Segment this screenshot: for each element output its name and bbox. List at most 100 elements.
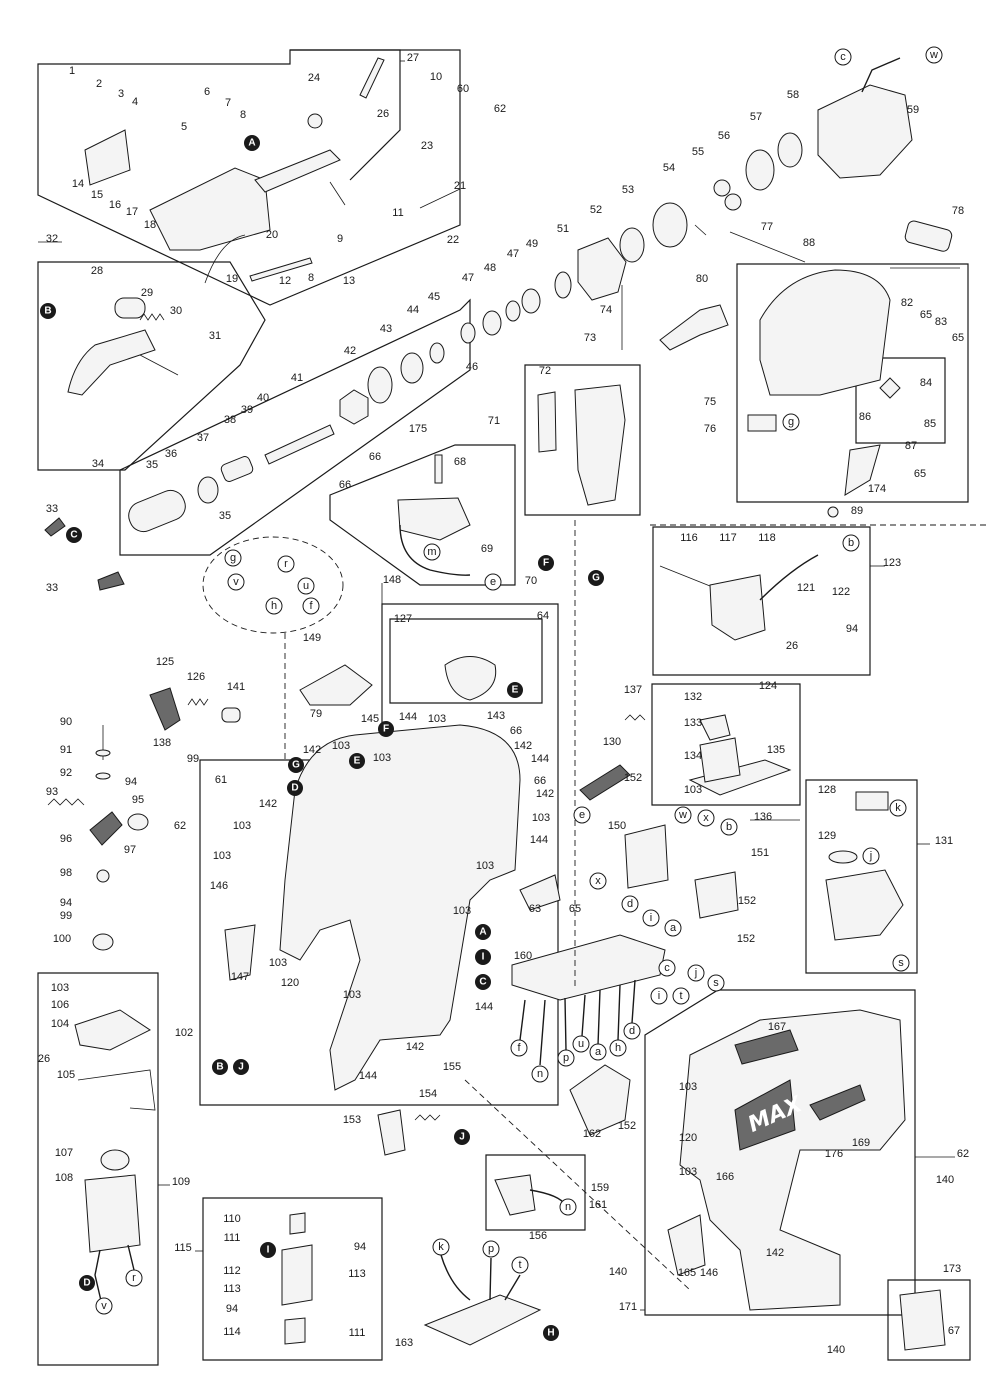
connector-circle: [423, 543, 441, 561]
ref-marker-label: F: [543, 558, 549, 569]
part-number-120: 120: [679, 1132, 697, 1144]
part-number-1: 1: [69, 65, 75, 77]
part-70-wire: [399, 524, 471, 576]
part-number-91: 91: [60, 744, 72, 756]
connector-f: f: [510, 1039, 528, 1057]
part-number-33: 33: [46, 582, 58, 594]
connector-circle: [862, 847, 880, 865]
part-number-7: 7: [225, 97, 231, 109]
part-number-45: 45: [428, 291, 440, 303]
connector-label: t: [679, 990, 682, 1002]
ref-marker-label: C: [70, 530, 77, 541]
connector-c: c: [658, 959, 676, 977]
part-30-spring: [139, 313, 165, 321]
part-37-ring: [197, 476, 219, 504]
part-number-3: 3: [118, 88, 124, 100]
connector-circle: [892, 954, 910, 972]
ref-marker-circle: [287, 780, 303, 796]
part-44-ring: [400, 352, 424, 384]
group-box-top-left: [37, 49, 461, 306]
connector-k: k: [889, 799, 907, 817]
part-number-96: 96: [60, 833, 72, 845]
ref-marker-E: E: [507, 682, 523, 698]
connector-circle: [482, 1240, 500, 1258]
part-number-150: 150: [608, 820, 626, 832]
ref-marker-label: E: [354, 756, 361, 767]
part-72-label: [537, 391, 557, 453]
connector-circle: [720, 818, 738, 836]
part-number-72: 72: [539, 365, 551, 377]
connector-label: s: [898, 957, 904, 969]
connector-circle: [889, 799, 907, 817]
part-number-128: 128: [818, 784, 836, 796]
part-43-cam: [367, 366, 393, 404]
part-number-46: 46: [466, 361, 478, 373]
part-number-102: 102: [175, 1027, 193, 1039]
part-58-gear: [777, 132, 803, 168]
part-126-spring: [187, 698, 209, 706]
ref-marker-circle: [66, 527, 82, 543]
part-number-159: 159: [591, 1182, 609, 1194]
part-number-103: 103: [373, 752, 391, 764]
part-57-washer: [745, 149, 775, 191]
part-number-77: 77: [761, 221, 773, 233]
part-80-lever: [659, 304, 729, 351]
part-number-24: 24: [308, 72, 320, 84]
part-number-70: 70: [525, 575, 537, 587]
connector-b: b: [842, 534, 860, 552]
connector-circle: [650, 987, 668, 1005]
part-108-wires: [94, 1244, 135, 1306]
part-number-174: 174: [868, 483, 886, 495]
connector-label: b: [726, 821, 732, 833]
part-number-54: 54: [663, 162, 675, 174]
part-number-42: 42: [344, 345, 356, 357]
part-number-100: 100: [53, 933, 71, 945]
part-number-4: 4: [132, 96, 138, 108]
part-number-16: 16: [109, 199, 121, 211]
part-160-wires: [519, 979, 636, 1066]
ref-marker-I: I: [475, 949, 491, 965]
ref-marker-I: I: [260, 1242, 276, 1258]
ref-marker-J: J: [454, 1129, 470, 1145]
part-105-frame: [77, 1069, 156, 1111]
connector-circle: [125, 1269, 143, 1287]
part-number-62: 62: [957, 1148, 969, 1160]
connector-label: k: [438, 1241, 444, 1253]
part-number-141: 141: [227, 681, 245, 693]
part-number-103: 103: [343, 989, 361, 1001]
part-number-103: 103: [532, 812, 550, 824]
connector-g: g: [782, 413, 800, 431]
part-134-block: [699, 737, 741, 783]
part-number-146: 146: [210, 880, 228, 892]
part-117-bracket: [709, 574, 766, 641]
part-number-144: 144: [531, 753, 549, 765]
part-number-142: 142: [259, 798, 277, 810]
part-141-roller: [221, 707, 241, 723]
part-number-78: 78: [952, 205, 964, 217]
part-52-gear-case: [577, 237, 627, 301]
part-156-wire: [529, 1189, 566, 1206]
part-number-61: 61: [215, 774, 227, 786]
part-number-140: 140: [827, 1344, 845, 1356]
connector-w: w: [674, 806, 692, 824]
part-number-56: 56: [718, 130, 730, 142]
part-number-111: 111: [349, 1327, 366, 1339]
part-number-134: 134: [684, 750, 702, 762]
part-114-cap: [284, 1317, 306, 1345]
part-number-162: 162: [583, 1128, 601, 1140]
part-number-142: 142: [406, 1041, 424, 1053]
ref-marker-D: D: [79, 1275, 95, 1291]
part-number-103: 103: [332, 740, 350, 752]
part-number-75: 75: [704, 396, 716, 408]
part-number-39: 39: [241, 404, 253, 416]
part-156-switch: [494, 1174, 536, 1216]
part-174-plate: [844, 444, 881, 496]
part-number-169: 169: [852, 1137, 870, 1149]
part-number-14: 14: [72, 178, 84, 190]
part-number-99: 99: [187, 753, 199, 765]
connector-m: m: [423, 543, 441, 561]
part-number-94: 94: [846, 623, 858, 635]
part-number-8: 8: [308, 272, 314, 284]
